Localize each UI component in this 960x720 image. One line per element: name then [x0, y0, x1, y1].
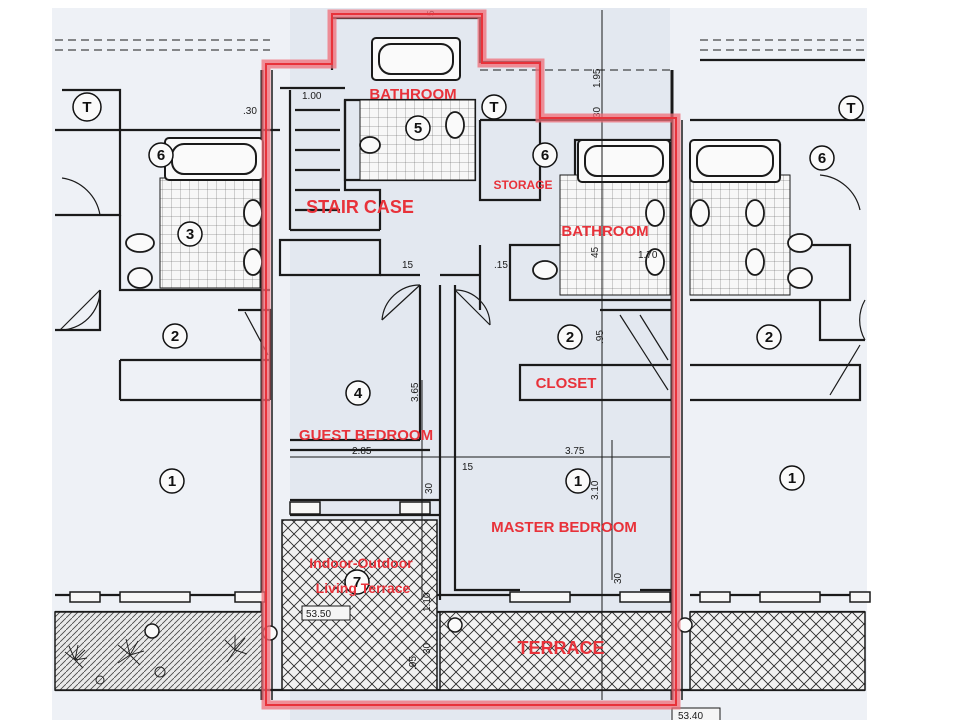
room-marker-6-mid: 6 [532, 142, 558, 168]
plants [64, 635, 248, 685]
dim-3-65: 3.65 [410, 382, 421, 402]
svg-text:7: 7 [353, 574, 361, 591]
label-storage: STORAGE [493, 178, 552, 192]
dimension-lines [290, 10, 670, 700]
dim-15-b: .15 [494, 260, 508, 271]
level-53-50: 53.50 [306, 609, 331, 620]
room-marker-1-right: 1 [779, 465, 805, 491]
svg-text:6: 6 [541, 147, 549, 164]
door-swings [59, 174, 866, 341]
bath-floor-far-right [689, 174, 791, 296]
svg-text:5: 5 [414, 120, 422, 137]
label-master-bedroom: MASTER BEDROOM [491, 519, 637, 536]
label-living-terrace-1: Indoor-Outdoor [309, 555, 413, 571]
room-marker-6-left: 6 [148, 142, 174, 168]
bathtubs [164, 37, 781, 183]
level-tags: 53.50 53.40 [301, 605, 721, 720]
svg-text:T: T [82, 99, 91, 116]
room-marker-T-left: T [72, 92, 102, 122]
svg-text:T: T [489, 99, 498, 116]
dim-30-top: 30 [592, 106, 603, 118]
svg-text:T: T [846, 100, 855, 117]
dim-95-closet: .95 [595, 330, 606, 344]
right-terrace-floor [689, 611, 866, 691]
svg-text:3: 3 [186, 226, 194, 243]
dim-3-75: 3.75 [565, 446, 585, 457]
label-terrace: TERRACE [517, 638, 604, 658]
living-terrace-floor [281, 519, 438, 691]
dim-30-b: 30 [422, 642, 433, 654]
label-closet: CLOSET [536, 375, 597, 392]
closets [238, 309, 861, 396]
svg-text:6: 6 [157, 147, 165, 164]
label-staircase: STAIR CASE [306, 197, 414, 217]
dim-1-70: 1.70 [638, 250, 658, 261]
room-marker-2-left: 2 [162, 323, 188, 349]
svg-text:1: 1 [788, 470, 796, 487]
room-marker-1-mid: 1 [565, 468, 591, 494]
label-bathroom-top: BATHROOM [369, 86, 456, 103]
label-guest-bedroom: GUEST BEDROOM [299, 427, 433, 444]
svg-text:1: 1 [168, 473, 176, 490]
room-marker-4: 4 [345, 380, 371, 406]
dim-15-a: 15 [402, 260, 414, 271]
unit-outline-inner [265, 13, 677, 706]
svg-text:2: 2 [171, 328, 179, 345]
svg-text:2: 2 [765, 329, 773, 346]
svg-text:4: 4 [354, 385, 363, 402]
room-marker-3: 3 [177, 221, 203, 247]
dim-30-left: .30 [243, 106, 257, 117]
label-living-terrace-2: Living Terrace [316, 580, 411, 596]
dim-3-10: 3.10 [590, 480, 601, 500]
room-labels: BATHROOM STORAGE STAIR CASE BATHROOM CLO… [299, 86, 649, 658]
room-marker-2-mid: 2 [557, 324, 583, 350]
dim-30-bot: 30 [613, 572, 624, 584]
room-marker-7: 7 [344, 569, 370, 595]
room-marker-1-left: 1 [159, 468, 185, 494]
planter-bed [54, 611, 263, 691]
dim-15-c: 15 [462, 462, 474, 473]
room-marker-T-mid: T [481, 94, 507, 120]
dim-1-10: 1.10 [422, 592, 433, 612]
level-53-40: 53.40 [678, 711, 703, 720]
sanitary-fixtures [125, 111, 813, 289]
svg-text:2: 2 [566, 329, 574, 346]
dim-2-85: 2.85 [352, 446, 372, 457]
dim-30-mid: 30 [424, 482, 435, 494]
dim-95-bot: .95 [408, 656, 419, 670]
dimension-labels: 1.95 30 .30 1.00 15 .15 1.70 45 .95 3.65… [243, 10, 658, 670]
dim-1-95: 1.95 [592, 68, 603, 88]
terrace-floor [439, 611, 673, 691]
svg-text:6: 6 [818, 150, 826, 167]
bath-floor-3 [159, 177, 261, 289]
dim-45: 45 [590, 246, 601, 258]
room-marker-6-right: 6 [809, 145, 835, 171]
room-marker-5: 5 [405, 115, 431, 141]
dim-1-00: 1.00 [302, 91, 322, 102]
svg-text:1: 1 [574, 473, 582, 490]
room-number-markers: 6 3 2 1 5 4 7 6 2 1 6 2 1 T T T [72, 92, 864, 595]
room-marker-2-right: 2 [756, 324, 782, 350]
label-bathroom-right: BATHROOM [561, 223, 648, 240]
room-marker-T-right: T [838, 95, 864, 121]
